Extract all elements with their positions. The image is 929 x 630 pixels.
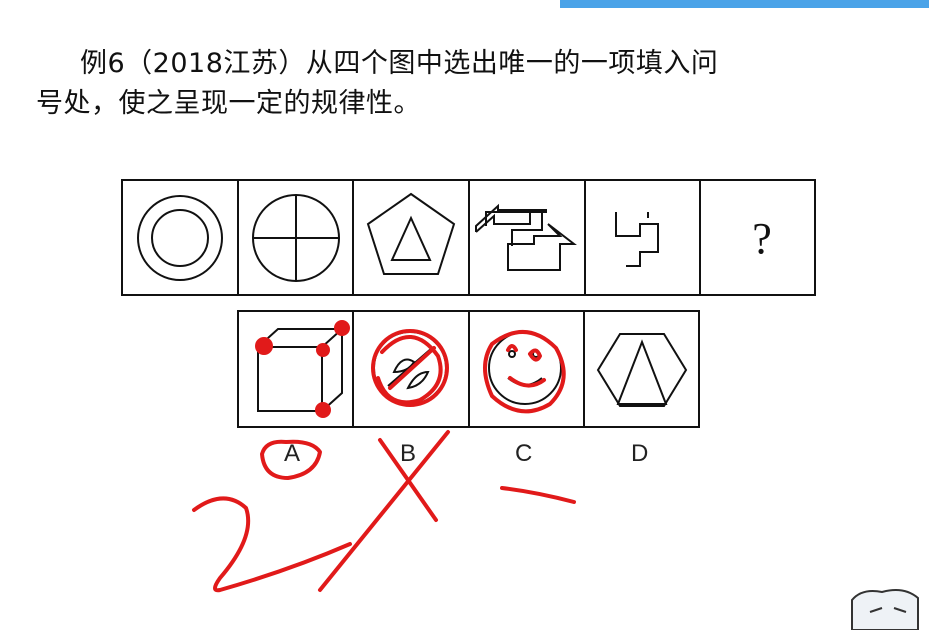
option-b-label[interactable]: B bbox=[400, 440, 417, 467]
mascot-icon bbox=[851, 589, 919, 630]
circle-cross-icon bbox=[252, 194, 340, 282]
options-row bbox=[237, 310, 700, 428]
question-mark: ? bbox=[752, 214, 772, 263]
option-c-label[interactable]: C bbox=[515, 440, 533, 467]
double-circle-icon bbox=[137, 195, 223, 281]
hexagon-triangle-icon[interactable] bbox=[596, 333, 688, 407]
option-d-label[interactable]: D bbox=[631, 440, 649, 467]
question-text: 例6（2018江苏）从四个图中选出唯一的一项填入问 号处，使之呈现一定的规律性。 bbox=[36, 44, 896, 124]
pentagon-triangle-icon bbox=[366, 192, 456, 275]
zigzag-line-icon bbox=[615, 212, 659, 267]
sequence-row bbox=[121, 179, 816, 296]
header-bar bbox=[560, 0, 929, 8]
arrow-path-icon bbox=[475, 203, 577, 271]
option-a-label[interactable]: A bbox=[284, 440, 301, 467]
handwritten-annotations bbox=[192, 320, 576, 593]
question-line-1: 例6（2018江苏）从四个图中选出唯一的一项填入问 bbox=[80, 48, 719, 79]
question-line-2: 号处，使之呈现一定的规律性。 bbox=[36, 88, 421, 119]
